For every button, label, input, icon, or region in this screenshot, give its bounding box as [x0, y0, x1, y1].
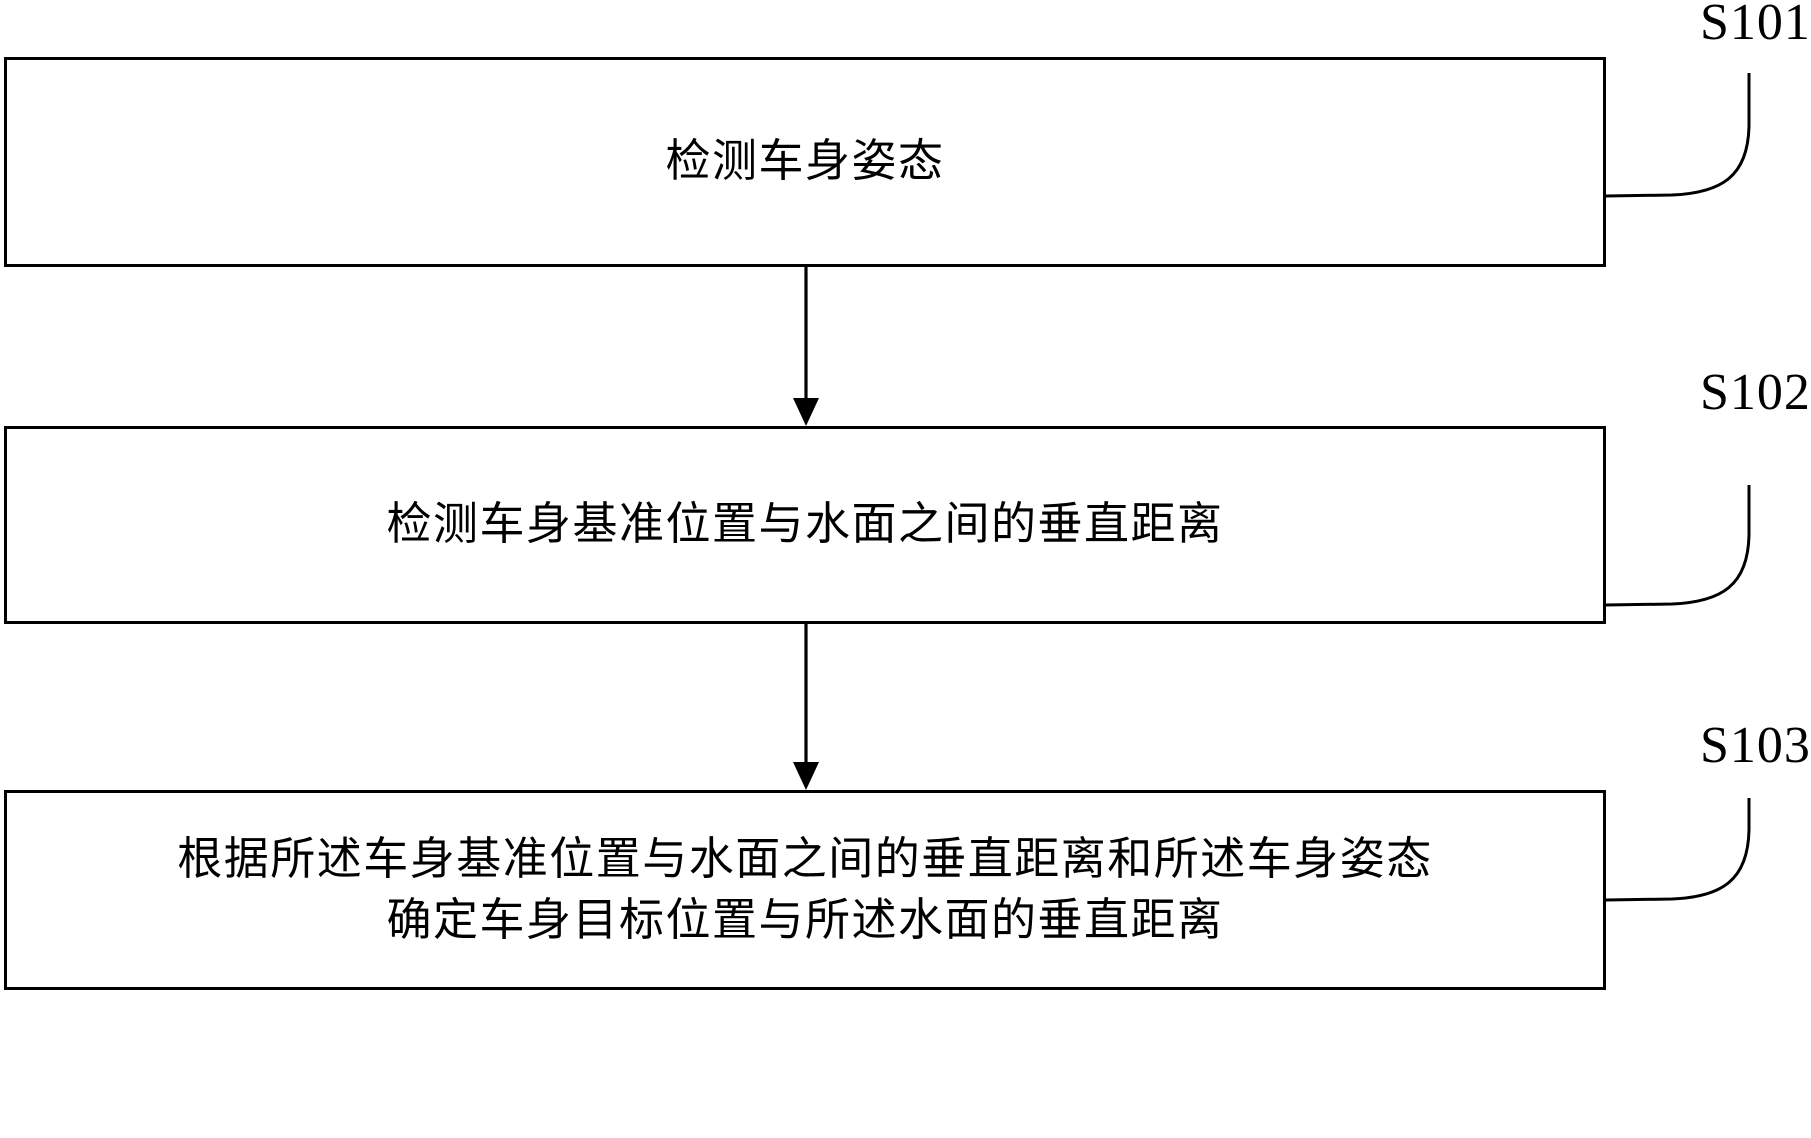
flow-arrow-s101-to-s102-head: [793, 398, 819, 426]
process-box-s103: 根据所述车身基准位置与水面之间的垂直距离和所述车身姿态 确定车身目标位置与所述水…: [4, 790, 1606, 990]
leader-line-s103: [1605, 798, 1751, 902]
process-box-s102: 检测车身基准位置与水面之间的垂直距离: [4, 426, 1606, 624]
process-box-s102-line-1: 检测车身基准位置与水面之间的垂直距离: [386, 499, 1224, 550]
leader-line-s101: [1605, 73, 1751, 198]
flow-arrow-s102-to-s103-head: [793, 762, 819, 790]
leader-line-s102: [1605, 485, 1751, 607]
step-label-s102: S102: [1700, 364, 1811, 421]
process-box-s103-line-2: 确定车身目标位置与所述水面的垂直距离: [386, 895, 1224, 945]
process-box-s103-line-1: 根据所述车身基准位置与水面之间的垂直距离和所述车身姿态: [177, 833, 1433, 884]
step-label-s101: S101: [1700, 0, 1811, 51]
step-label-s103: S103: [1700, 717, 1811, 774]
process-box-s101: 检测车身姿态: [4, 57, 1606, 267]
process-box-s101-line-1: 检测车身姿态: [665, 136, 945, 187]
